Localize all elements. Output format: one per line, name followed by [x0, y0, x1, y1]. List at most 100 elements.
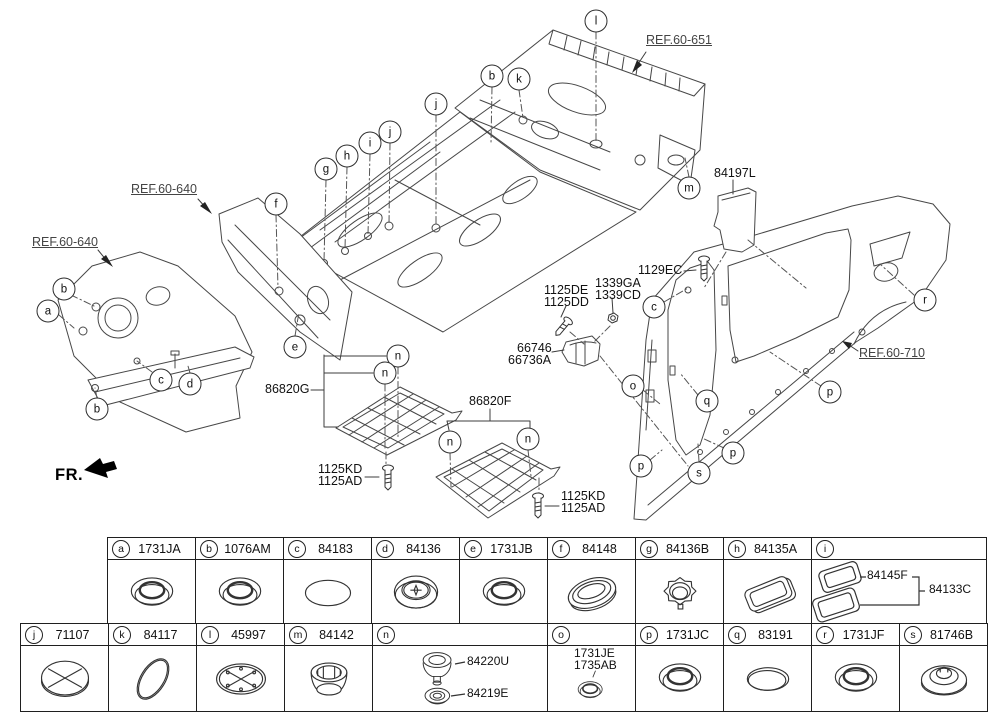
callout-j: j: [378, 120, 402, 144]
callout-letter-badge: a: [112, 539, 130, 558]
table-cell-header: n: [373, 624, 547, 646]
bolt-1125KD-right: [532, 492, 544, 519]
table-cell-c: c 84183: [283, 538, 371, 625]
callout-b: b: [85, 397, 109, 421]
part-illustration: [636, 646, 723, 711]
callout-c: c: [642, 295, 666, 319]
ref-label: REF.60-651: [646, 33, 713, 47]
table-cell-header: o: [548, 624, 635, 646]
bolt-1125DE: [555, 316, 573, 336]
part-number: 84220U: [467, 654, 510, 668]
part-illustration: [460, 560, 547, 625]
part-number: 84145F: [867, 568, 908, 582]
part-illustration: [724, 646, 811, 711]
table-cell-header: i: [812, 538, 986, 560]
callout-n: n: [373, 361, 397, 385]
part-number: 45997: [231, 627, 266, 642]
part-illustration: [196, 560, 283, 625]
ref-arrows: [97, 51, 859, 352]
part-illustration: [372, 560, 459, 625]
table-cell-header: h 84135A: [724, 538, 811, 560]
ref-label: REF.60-640: [32, 235, 99, 249]
callout-letter-badge: s: [904, 625, 922, 644]
part-number-label: 1125AD: [318, 474, 363, 488]
part-number-label: 1339CD: [595, 288, 641, 302]
callout-k: k: [507, 67, 531, 91]
part-66736A: [561, 335, 601, 367]
part-number: 84117: [143, 627, 178, 642]
ring-icon: [834, 662, 877, 692]
part-number: 1076AM: [224, 541, 271, 556]
callout-letter-badge: o: [552, 625, 570, 644]
pad-pair-icon: [812, 560, 925, 623]
callout-i: i: [358, 131, 382, 155]
part-number-label: 86820G: [265, 382, 310, 396]
ring-icon: [658, 662, 701, 692]
callout-j: j: [424, 92, 448, 116]
part-number: 84219E: [467, 686, 509, 700]
callout-o: o: [621, 374, 645, 398]
part-number-label: 1125DD: [544, 295, 589, 309]
ring-icon: [482, 576, 525, 606]
part-illustration: [108, 560, 195, 625]
callout-l: l: [584, 9, 608, 33]
bolt-1125KD-left: [382, 464, 394, 491]
part-illustration: [636, 560, 723, 625]
callout-letter-badge: p: [640, 625, 658, 644]
connector-lines: [310, 179, 734, 507]
part-number: 83191: [758, 627, 793, 642]
callout-e: e: [283, 335, 307, 359]
oval-icon: [304, 579, 351, 606]
part-number-label: 66746: [517, 341, 552, 355]
part-number-label: 1339GA: [595, 276, 641, 290]
callout-letter-badge: c: [288, 539, 306, 558]
callout-p: p: [818, 380, 842, 404]
table-cell-header: m 84142: [285, 624, 372, 646]
callout-letter-badge: b: [200, 539, 218, 558]
center-floor-pan: [286, 99, 637, 333]
oval-tilt-icon: [136, 657, 169, 700]
part-number: 84148: [582, 541, 617, 556]
part-number: 81746B: [929, 627, 974, 642]
ref-label: REF.60-640: [131, 182, 198, 196]
callout-letter-badge: m: [289, 625, 307, 644]
part-number: 84142: [319, 627, 354, 642]
table-cell-b: b 1076AM: [195, 538, 283, 625]
table-cell-m: m 84142: [284, 624, 372, 711]
callout-letter-badge: h: [728, 539, 746, 558]
part-number-label: 1125AD: [561, 501, 606, 515]
fr-label: FR.: [55, 466, 84, 484]
callout-h: h: [335, 144, 359, 168]
cup-plug-icon: [310, 661, 347, 696]
callout-d: d: [178, 372, 202, 396]
part-number-label: 84197L: [714, 166, 756, 180]
part-illustration: [900, 646, 987, 711]
gear-plug-icon: [662, 576, 697, 610]
pad-86820G: [335, 386, 463, 456]
part-number: 84135A: [753, 541, 798, 556]
callout-a: a: [36, 299, 60, 323]
part-number: 1731JE: [574, 646, 615, 660]
part-illustration: [548, 560, 635, 625]
table-cell-n: n 84220U 84219E: [372, 624, 547, 711]
part-number: 84183: [318, 541, 353, 556]
table-cell-header: b 1076AM: [196, 538, 283, 560]
x-plug-icon: [40, 660, 89, 697]
callout-b: b: [52, 277, 76, 301]
